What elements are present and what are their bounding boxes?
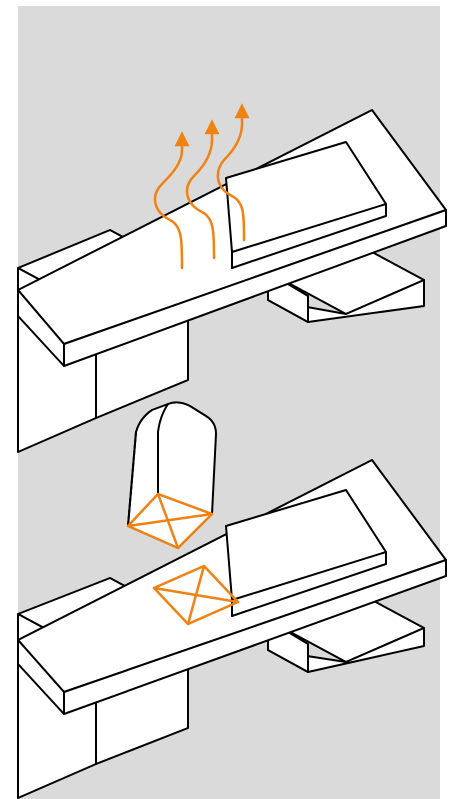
top-panel bbox=[17, 103, 447, 453]
heat-arrow-3 bbox=[216, 103, 250, 242]
bottom-plate bbox=[17, 459, 447, 715]
heat-arrow-1 bbox=[153, 131, 190, 270]
bottom-panel bbox=[17, 401, 447, 799]
heat-arrow-2 bbox=[185, 119, 220, 260]
floating-box bbox=[126, 401, 217, 550]
box-bottom-marker bbox=[126, 492, 214, 550]
heat-arrows bbox=[153, 103, 250, 270]
top-plate bbox=[17, 109, 447, 367]
placement-marker bbox=[152, 564, 240, 626]
